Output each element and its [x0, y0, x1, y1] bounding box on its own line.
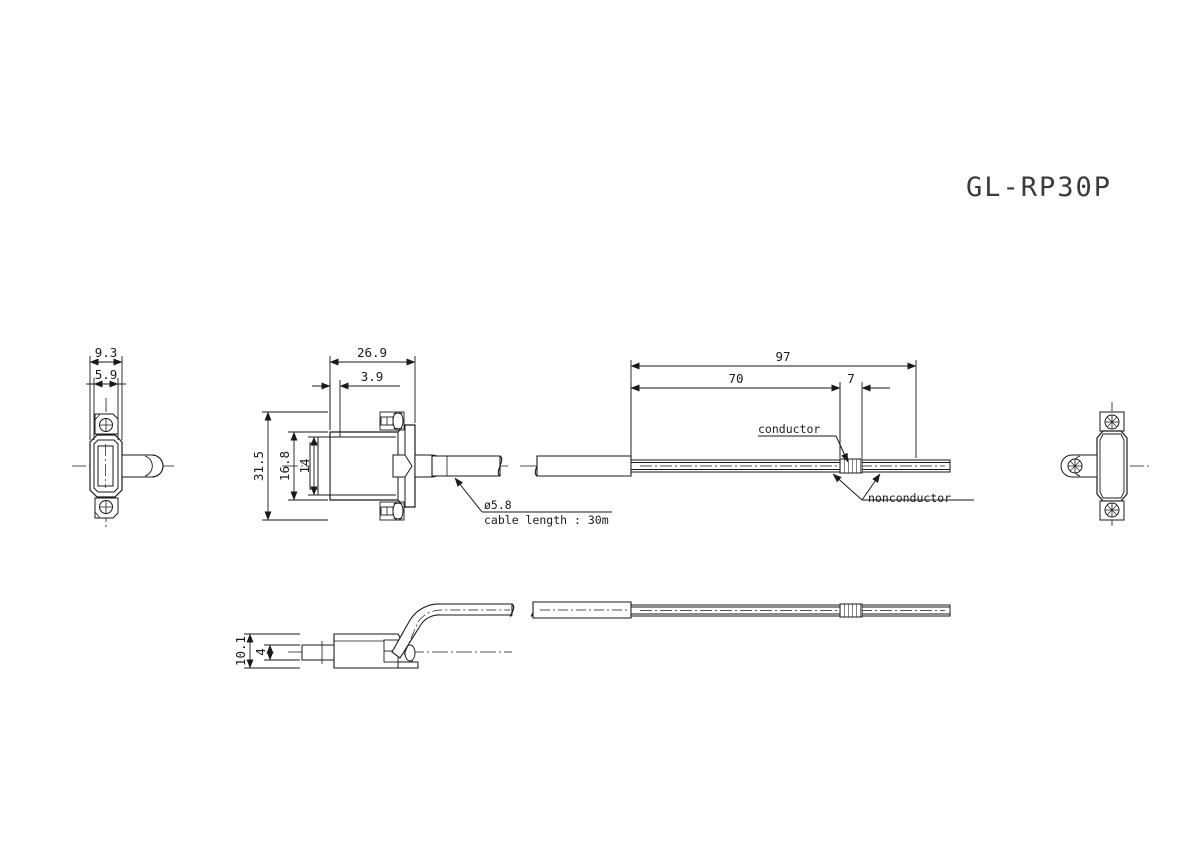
rear-screw-top — [1099, 411, 1125, 432]
conductor-label: conductor — [758, 422, 820, 436]
side-conductor-band — [839, 603, 863, 618]
dim-3-9-label: 3.9 — [361, 369, 384, 384]
nonconductor-label: nonconductor — [868, 491, 951, 505]
dim-9-3 — [89, 356, 123, 440]
top-connector-cap — [309, 436, 331, 496]
front-screw-boss-top — [94, 413, 119, 435]
dim-31-5-label: 31.5 — [251, 451, 266, 481]
nonconductor-leader — [832, 473, 974, 501]
dim-14-label: 14 — [297, 458, 312, 473]
dim-31-5 — [262, 411, 328, 521]
dim-97 — [630, 360, 917, 458]
dim-9-3-label: 9.3 — [95, 345, 118, 360]
side-view: 10.1 4 — [233, 601, 951, 669]
front-view: 9.3 5.9 — [72, 345, 176, 530]
dim-7 — [839, 382, 890, 458]
front-cable-stub — [121, 454, 164, 478]
dim-14 — [308, 436, 328, 496]
side-cable-break-1 — [509, 603, 515, 617]
dim-16-8-label: 16.8 — [277, 451, 292, 481]
cable-diameter-label: ø5.8 — [484, 498, 512, 512]
dim-70-label: 70 — [728, 371, 743, 386]
top-conductor-band — [839, 458, 863, 474]
cable-spec-leader — [454, 477, 612, 513]
top-cable-segment-1 — [431, 455, 501, 477]
cable-length-label: cable length : 30m — [484, 513, 609, 527]
conductor-leader — [758, 435, 849, 463]
side-connector-base — [397, 661, 419, 669]
rear-connector-body — [1096, 430, 1128, 502]
dim-70 — [630, 382, 841, 458]
side-connector-cap — [301, 641, 335, 664]
dim-10-1 — [244, 633, 300, 669]
rear-view — [1060, 402, 1150, 528]
part-number-title: GL-RP30P — [966, 172, 1113, 203]
rear-connector-body-inner — [1099, 433, 1125, 499]
dim-26-9-label: 26.9 — [357, 345, 387, 360]
top-screw-upper — [379, 411, 405, 431]
cable-break-symbol-1 — [497, 455, 503, 477]
dim-4-label: 4 — [253, 648, 268, 656]
dim-97-label: 97 — [775, 349, 790, 364]
top-cable-segment-2 — [536, 455, 632, 477]
dim-16-8 — [288, 431, 328, 501]
top-view: 26.9 3.9 31.5 16.8 — [251, 345, 974, 527]
rear-screw-bottom — [1099, 500, 1125, 521]
dim-10-1-label: 10.1 — [233, 636, 248, 666]
dim-5-9 — [86, 378, 126, 440]
side-cable-elbow-centerline — [403, 609, 510, 656]
top-screw-lower — [379, 501, 405, 521]
dim-5-9-label: 5.9 — [95, 367, 118, 382]
rear-cable-stub — [1060, 454, 1098, 478]
dim-3-9 — [312, 380, 400, 437]
dim-7-label: 7 — [847, 371, 855, 386]
front-screw-boss-bottom — [94, 497, 119, 519]
dim-4 — [264, 644, 300, 661]
